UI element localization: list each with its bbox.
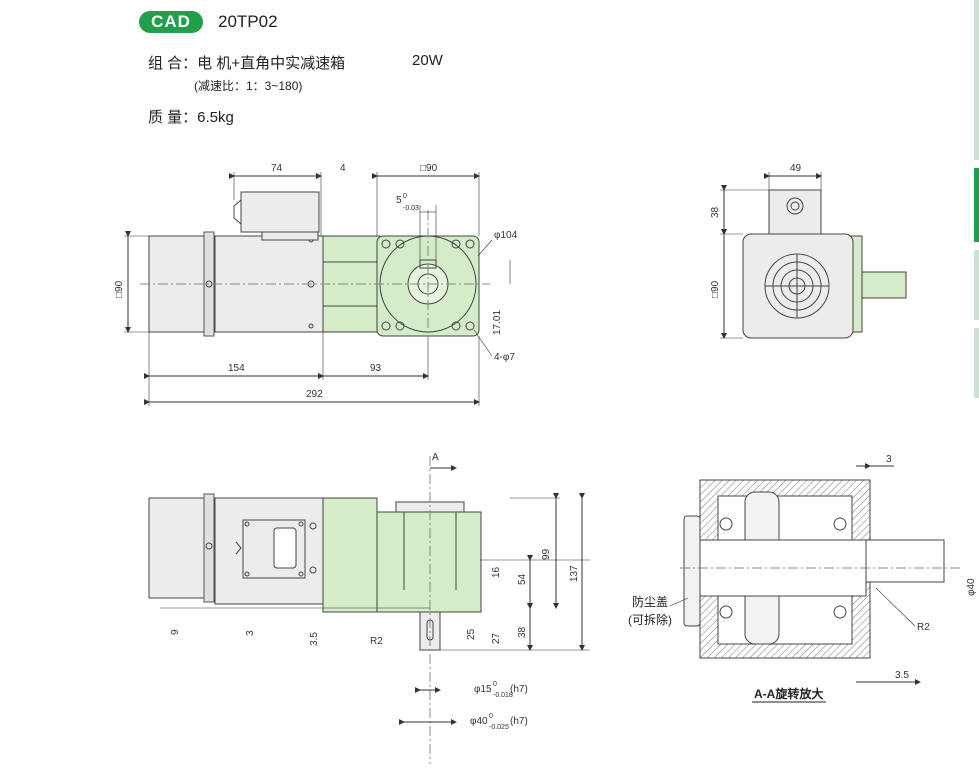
dim-3-right: 3 <box>886 454 892 465</box>
dim-phi15: φ15 <box>474 684 492 695</box>
dim-25: 25 <box>466 628 477 640</box>
side-tab-1[interactable] <box>974 0 979 160</box>
section-view: 防尘盖 (可拆除) 3 R2 3.5 φ40 A-A旋转放大 <box>628 454 977 703</box>
dim-38-bottom: 38 <box>517 626 528 638</box>
dim-phi40-right: φ40 <box>966 578 977 596</box>
section-title: A-A旋转放大 <box>754 686 823 701</box>
dim-3: 3 <box>245 630 256 636</box>
dim-9: 9 <box>170 629 181 635</box>
dim-5: 5 <box>396 195 402 206</box>
power-value: 20W <box>412 52 443 69</box>
dim-16: 16 <box>491 566 502 578</box>
model-number: 20TP02 <box>218 12 278 31</box>
composition-value: 电 机+直角中实减速箱 <box>197 55 346 72</box>
front-view: 74 4 □90 5 0 -0.03 φ104 17.01 4-φ7 □90 1… <box>114 163 518 406</box>
dim-74: 74 <box>271 163 283 174</box>
ratio-note: (减速比：1：3~180) <box>194 79 303 93</box>
cad-badge: CAD <box>139 11 203 33</box>
dim-phi40-fit: (h7) <box>510 716 528 727</box>
dim-90-right: □90 <box>710 280 721 298</box>
section-mark-a: A <box>432 452 439 463</box>
dim-phi40-upper-tol: 0 <box>489 713 493 720</box>
dim-90-square: □90 <box>420 163 438 174</box>
side-tab-3[interactable] <box>974 250 979 320</box>
dim-3-5: 3.5 <box>309 632 320 646</box>
label-dust-cover: 防尘盖 <box>632 594 668 609</box>
dim-99: 99 <box>541 548 552 560</box>
dim-5-lower-tol: -0.03 <box>403 205 419 212</box>
composition-line: 组 合：电 机+直角中实减速箱 20W <box>148 52 443 73</box>
dim-292: 292 <box>306 389 323 400</box>
dim-93: 93 <box>370 363 382 374</box>
label-removable: (可拆除) <box>628 612 672 627</box>
dim-90-side: □90 <box>114 280 125 298</box>
side-view: A 9 3 3.5 16 54 99 137 25 27 38 R2 φ15 0… <box>148 452 590 764</box>
dim-54: 54 <box>517 573 528 585</box>
dim-phi15-fit: (h7) <box>510 684 528 695</box>
dim-17: 17.01 <box>492 310 503 335</box>
dim-phi15-upper-tol: 0 <box>493 681 497 688</box>
dim-r2-right: R2 <box>917 622 930 633</box>
dim-4-phi7: 4-φ7 <box>494 352 515 363</box>
dim-5-upper-tol: 0 <box>403 193 407 200</box>
dim-4: 4 <box>340 163 346 174</box>
dim-phi104: φ104 <box>494 230 518 241</box>
composition-label: 组 合： <box>148 55 198 72</box>
dim-27: 27 <box>491 632 502 644</box>
dim-154: 154 <box>228 363 245 374</box>
dim-137: 137 <box>569 565 580 582</box>
end-view: 49 38 □90 <box>710 163 907 339</box>
dim-phi40-lower-tol: -0.025 <box>489 724 509 731</box>
dim-3-5-right: 3.5 <box>895 670 909 681</box>
dim-phi40: φ40 <box>470 716 488 727</box>
dim-38: 38 <box>710 206 721 218</box>
mass-value: 6.5kg <box>197 109 234 126</box>
dim-r2: R2 <box>370 636 383 647</box>
dim-49: 49 <box>790 163 802 174</box>
mass-label: 质 量： <box>148 109 198 126</box>
dim-phi15-lower-tol: -0.018 <box>493 692 513 699</box>
side-tab-4[interactable] <box>974 328 979 398</box>
side-tab-2[interactable] <box>974 168 979 242</box>
mass-line: 质 量：6.5kg <box>148 106 234 127</box>
side-tabs <box>973 0 979 768</box>
